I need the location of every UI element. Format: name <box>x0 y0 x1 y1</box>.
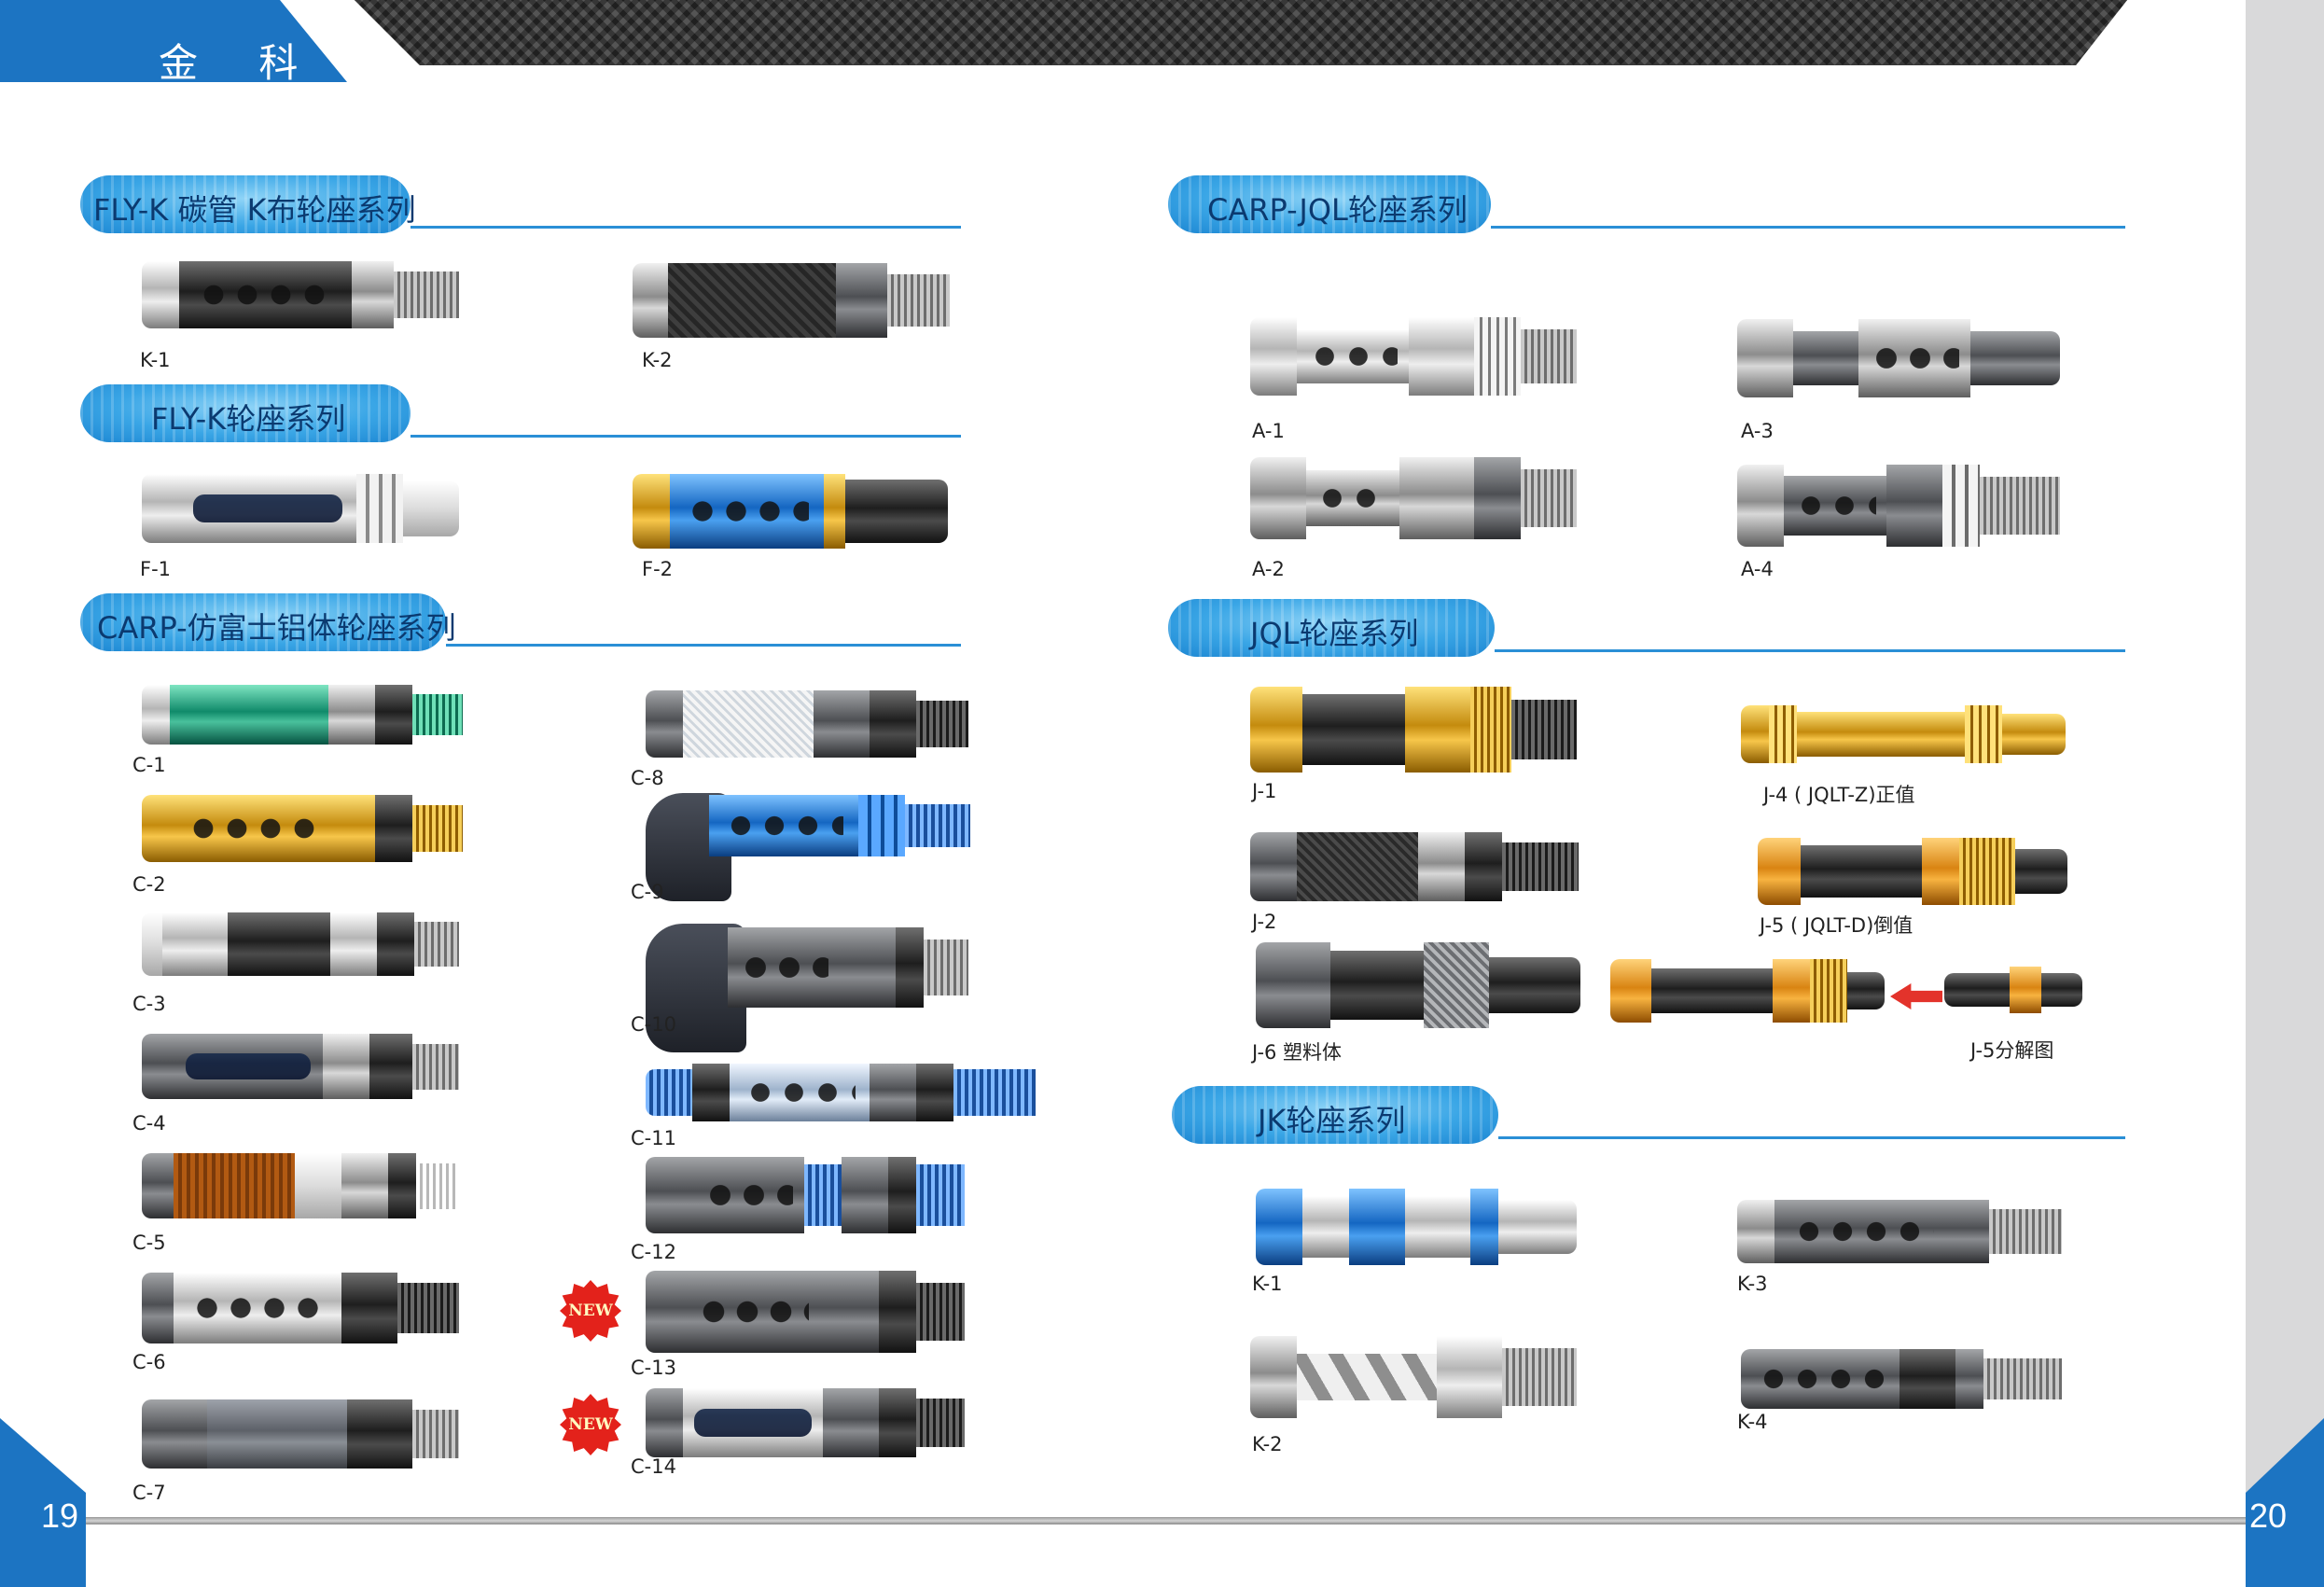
product-image-c4 <box>142 1034 459 1099</box>
product-label: J-6 塑料体 <box>1252 1041 1343 1064</box>
product-label: C-4 <box>132 1112 166 1135</box>
product-image-j6 <box>1256 942 1580 1028</box>
new-badge-c14: NEW <box>560 1394 621 1455</box>
product-label: C-13 <box>631 1357 676 1379</box>
product-image-fly-k-k2 <box>633 263 950 338</box>
section-title: FLY-K 碳管 K布轮座系列 <box>93 192 416 228</box>
section-title: CARP-仿富士铝体轮座系列 <box>97 610 456 646</box>
product-image-c9 <box>709 795 970 856</box>
product-label: C-2 <box>132 873 166 896</box>
product-label: C-1 <box>132 754 166 776</box>
product-image-c1 <box>142 685 463 745</box>
carbon-fiber-banner <box>355 0 2127 65</box>
product-image-c12 <box>646 1157 965 1233</box>
product-label: C-7 <box>132 1482 166 1504</box>
product-image-c10 <box>728 927 968 1008</box>
arrow-left-icon <box>1890 983 1942 1009</box>
product-image-jk-k1 <box>1256 1189 1577 1265</box>
product-label: C-11 <box>631 1127 676 1149</box>
page-number-left: 19 <box>41 1497 79 1535</box>
product-label: A-2 <box>1252 558 1285 580</box>
page-number-right: 20 <box>2249 1497 2288 1535</box>
product-image-j2 <box>1250 832 1579 901</box>
product-image-fly-k-k1 <box>142 261 459 328</box>
product-label: K-1 <box>1252 1273 1283 1295</box>
product-image-jk-k4 <box>1741 1349 2062 1409</box>
section-header-fly-k: FLY-K轮座系列 <box>80 384 962 442</box>
product-image-c6 <box>142 1273 459 1343</box>
product-image-j5 <box>1758 838 2067 905</box>
product-label: A-1 <box>1252 420 1285 442</box>
product-image-c5 <box>142 1153 459 1218</box>
section-header-jql: JQL轮座系列 <box>1168 599 2125 657</box>
product-label: C-9 <box>631 881 664 903</box>
product-image-a1 <box>1250 317 1577 396</box>
product-image-c11 <box>646 1064 1036 1121</box>
product-image-c2 <box>142 795 463 862</box>
product-image-f2 <box>633 474 948 549</box>
product-image-j4 <box>1741 705 2066 763</box>
product-image-jk-k3 <box>1737 1200 2062 1263</box>
product-label: K-2 <box>1252 1433 1283 1455</box>
section-title: JK轮座系列 <box>1258 1103 1406 1138</box>
product-label: C-5 <box>132 1232 166 1254</box>
product-image-c8 <box>646 690 968 758</box>
section-title: JQL轮座系列 <box>1250 616 1419 651</box>
product-image-c14 <box>646 1388 965 1457</box>
product-image-a4 <box>1737 465 2060 547</box>
right-page-margin <box>2246 0 2324 1587</box>
product-label: F-1 <box>140 558 172 580</box>
product-label: C-8 <box>631 767 664 789</box>
section-title: FLY-K轮座系列 <box>151 401 346 437</box>
product-label: A-4 <box>1741 558 1774 580</box>
product-image-j5-exploded-part <box>1944 967 2082 1013</box>
product-label: J-1 <box>1252 780 1277 802</box>
product-image-c3 <box>142 912 459 976</box>
product-image-f1 <box>142 474 459 543</box>
brand-name: 金 科 <box>159 40 323 86</box>
product-image-c13 <box>646 1271 965 1353</box>
section-header-carp-jql: CARP-JQL轮座系列 <box>1168 175 2125 233</box>
section-header-fly-k-carbon: FLY-K 碳管 K布轮座系列 <box>80 175 962 233</box>
section-header-jk: JK轮座系列 <box>1172 1086 2125 1144</box>
product-image-c7 <box>142 1399 459 1469</box>
product-label: K-1 <box>140 349 171 371</box>
product-image-a3 <box>1737 319 2060 397</box>
product-label: C-12 <box>631 1241 676 1263</box>
product-label: J-2 <box>1252 911 1277 933</box>
product-image-a2 <box>1250 457 1577 539</box>
product-image-j1 <box>1250 687 1577 773</box>
product-label: K-3 <box>1737 1273 1768 1295</box>
section-header-carp-fuji: CARP-仿富士铝体轮座系列 <box>80 593 962 651</box>
product-label: K-2 <box>642 349 673 371</box>
section-title: CARP-JQL轮座系列 <box>1207 192 1468 228</box>
product-label: C-14 <box>631 1455 676 1478</box>
product-label: F-2 <box>642 558 674 580</box>
product-label: C-6 <box>132 1351 166 1373</box>
product-label: J-5分解图 <box>1970 1039 2054 1062</box>
product-label: C-3 <box>132 993 166 1015</box>
bottom-rule <box>84 1517 2246 1524</box>
product-label: K-4 <box>1737 1411 1768 1433</box>
product-label: J-4 ( JQLT-Z)正值 <box>1763 784 1915 806</box>
product-image-j5-exploded-assembled <box>1610 959 1885 1023</box>
product-image-jk-k2 <box>1250 1336 1577 1418</box>
new-badge-c13: NEW <box>560 1280 621 1342</box>
product-label: A-3 <box>1741 420 1774 442</box>
product-label: C-10 <box>631 1013 676 1036</box>
brand-tab <box>0 0 347 82</box>
product-label: J-5 ( JQLT-D)倒值 <box>1760 914 1913 937</box>
